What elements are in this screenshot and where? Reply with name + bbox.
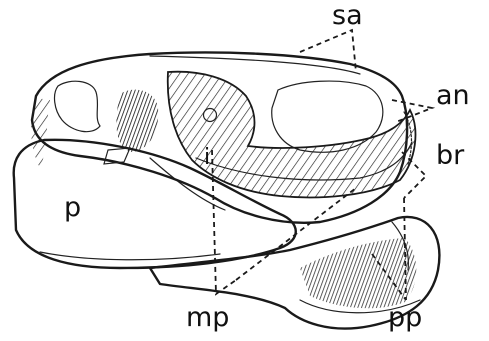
label-pp: pp bbox=[388, 302, 422, 333]
label-an: an bbox=[436, 80, 470, 111]
label-p: p bbox=[64, 192, 81, 223]
branchial-fan bbox=[168, 72, 416, 198]
label-i: i bbox=[204, 145, 210, 170]
label-br: br bbox=[436, 140, 465, 171]
label-sa: sa bbox=[332, 0, 363, 31]
label-mp: mp bbox=[186, 302, 229, 333]
